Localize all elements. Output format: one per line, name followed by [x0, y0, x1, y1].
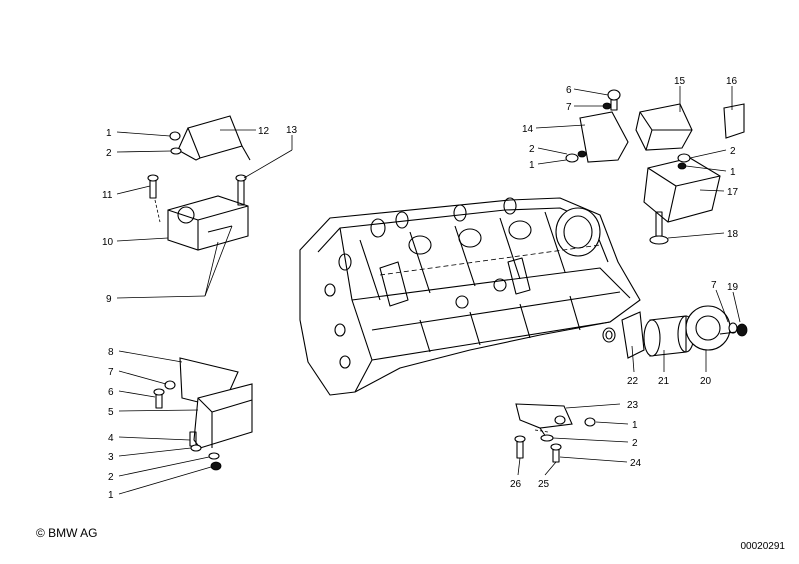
callout-26: 26 [510, 479, 522, 490]
callout-15: 15 [674, 76, 686, 87]
callout-9: 9 [106, 294, 112, 305]
callout-3: 3 [108, 452, 114, 463]
diagram-number: 00020291 [740, 541, 786, 552]
callout-labels: 1 2 12 13 11 10 9 6 7 14 2 1 15 16 2 1 1… [102, 76, 739, 501]
callout-22: 22 [627, 376, 639, 387]
mount-assembly-left [147, 115, 251, 251]
callout-17: 17 [727, 187, 739, 198]
callout-7: 7 [711, 280, 717, 291]
callout-6: 6 [566, 85, 572, 96]
callout-7: 7 [108, 367, 114, 378]
callout-16: 16 [726, 76, 738, 87]
callout-12: 12 [258, 126, 270, 137]
callout-25: 25 [538, 479, 550, 490]
callout-4: 4 [108, 433, 114, 444]
callout-10: 10 [102, 237, 114, 248]
callout-2: 2 [529, 144, 535, 155]
callout-2: 2 [730, 146, 736, 157]
mount-assembly-right [565, 89, 745, 245]
callout-18: 18 [727, 229, 739, 240]
callout-1: 1 [106, 128, 112, 139]
callout-1: 1 [529, 160, 535, 171]
callout-1: 1 [730, 167, 736, 178]
callout-8: 8 [108, 347, 114, 358]
callout-2: 2 [632, 438, 638, 449]
leader-lines [116, 86, 741, 495]
callout-19: 19 [727, 282, 739, 293]
callout-13: 13 [286, 125, 298, 136]
engine-block [299, 197, 641, 396]
copyright-notice: © BMW AG [36, 526, 98, 540]
mount-assembly-lower-left [153, 357, 253, 471]
callout-24: 24 [630, 458, 642, 469]
callout-2: 2 [106, 148, 112, 159]
callout-14: 14 [522, 124, 534, 135]
callout-1: 1 [632, 420, 638, 431]
callout-5: 5 [108, 407, 114, 418]
callout-1: 1 [108, 490, 114, 501]
callout-6: 6 [108, 387, 114, 398]
callout-21: 21 [658, 376, 670, 387]
callout-20: 20 [700, 376, 712, 387]
callout-11: 11 [102, 190, 113, 201]
bracket-assembly-bottom [514, 403, 596, 463]
callout-7: 7 [566, 102, 572, 113]
callout-23: 23 [627, 400, 639, 411]
damper-assembly-right [602, 305, 748, 359]
callout-2: 2 [108, 472, 114, 483]
